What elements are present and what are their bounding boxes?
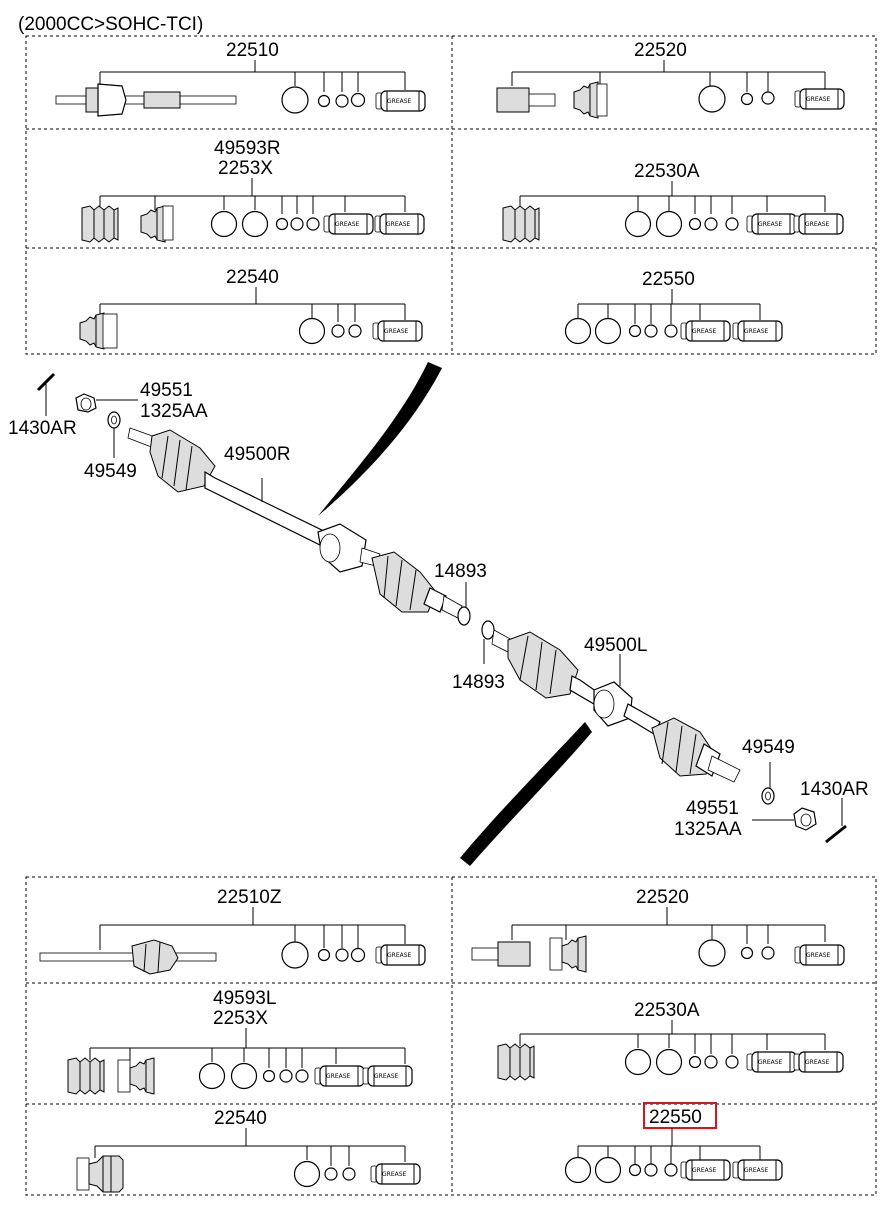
top-kit-group: 22510 GREASE 22520 [25,35,877,355]
part-label-1325AA-left: 1325AA [674,819,742,840]
grease-label: GREASE [692,1167,717,1174]
washer-49549-left[interactable] [761,787,775,805]
part-label-49500L: 49500L [584,635,647,656]
part-label-49551-left: 49551 [686,798,739,819]
clip-ring-14893-lower[interactable] [481,620,495,640]
highlight-box [643,1102,717,1129]
part-label-1430AR-right: 1430AR [8,418,77,439]
kit-22510Z[interactable]: 22510Z GREASE [39,887,426,975]
grease-label: GREASE [692,328,717,335]
part-label-49551-right: 49551 [140,380,193,401]
part-number-label: 22530A [634,1000,700,1021]
kit-49593L[interactable]: 49593L 2253X GREASE GREASE [67,988,413,1095]
part-label-1430AR-left: 1430AR [800,779,869,800]
grease-label: GREASE [384,328,409,335]
kit-22550-bottom[interactable]: 22550 GREASE GREASE [564,1102,783,1184]
grease-label: GREASE [387,952,412,959]
grease-label: GREASE [387,98,412,105]
part-label-1325AA-right: 1325AA [140,401,208,422]
part-number-label: 49593R [214,138,281,159]
grease-label: GREASE [805,221,830,228]
part-number-label: 22520 [636,887,689,908]
grease-label: GREASE [758,221,783,228]
grease-label: GREASE [744,328,769,335]
grease-label: GREASE [335,221,360,228]
part-label-49549-right: 49549 [84,461,137,482]
part-number-label: 22520 [634,40,687,61]
kit-22520-bottom[interactable]: 22520 GREASE [471,887,845,973]
engine-label: (2000CC>SOHC-TCI) [18,14,203,35]
kit-22550[interactable]: 22550 GREASE GREASE [564,269,783,345]
drive-shaft-49500R[interactable] [127,427,463,619]
nut-49551-left[interactable] [793,807,817,831]
bottom-kit-group: 22510Z GREASE 22520 [25,876,877,1196]
drive-shaft-assembly: 1430AR 49551 1325AA 49549 [8,362,869,866]
bolt-1430AR-left[interactable] [825,824,849,844]
part-number-label: 22510 [226,40,279,61]
kit-22530A-bottom[interactable]: 22530A GREASE GREASE [497,1000,844,1081]
part-number-label: 22540 [226,267,279,288]
grease-label: GREASE [805,1059,830,1066]
part-number-label: 2253X [213,1008,268,1029]
grease-label: GREASE [806,96,831,103]
grease-label: GREASE [386,221,411,228]
part-label-49500R: 49500R [224,444,291,465]
part-number-label: 49593L [213,988,276,1009]
kit-49593R[interactable]: 49593R 2253X GREASE GREASE [81,138,425,243]
part-label-14893-lower: 14893 [452,672,505,693]
kit-22540-bottom[interactable]: 22540 GREASE [76,1108,421,1193]
part-number-label: 22550 [649,1107,702,1128]
grease-label: GREASE [382,1171,407,1178]
part-number-label: 2253X [218,158,273,179]
part-number-label: 22550 [642,269,695,290]
drive-shaft-49500L[interactable] [491,629,741,783]
part-number-label: 22510Z [217,887,282,908]
bolt-1430AR-right[interactable] [36,372,57,393]
part-number-label: 22540 [214,1108,267,1129]
part-number-label: 22530A [634,161,700,182]
grease-label: GREASE [758,1059,783,1066]
kit-22540[interactable]: 22540 GREASE [79,267,423,350]
grease-label: GREASE [374,1073,399,1080]
kit-22530A[interactable]: 22530A GREASE GREASE [502,161,844,243]
nut-49551-right[interactable] [75,393,97,413]
kit-22510[interactable]: 22510 GREASE [55,40,426,117]
grease-label: GREASE [326,1073,351,1080]
washer-49549-right[interactable] [107,411,121,429]
grease-label: GREASE [744,1167,769,1174]
kit-22520[interactable]: 22520 GREASE [496,40,845,119]
cut-wedge-lower [460,722,592,866]
part-label-49549-left: 49549 [742,737,795,758]
clip-ring-14893-upper[interactable] [457,606,471,626]
grease-label: GREASE [806,952,831,959]
part-label-14893-upper: 14893 [434,561,487,582]
cut-wedge-upper [318,362,442,516]
